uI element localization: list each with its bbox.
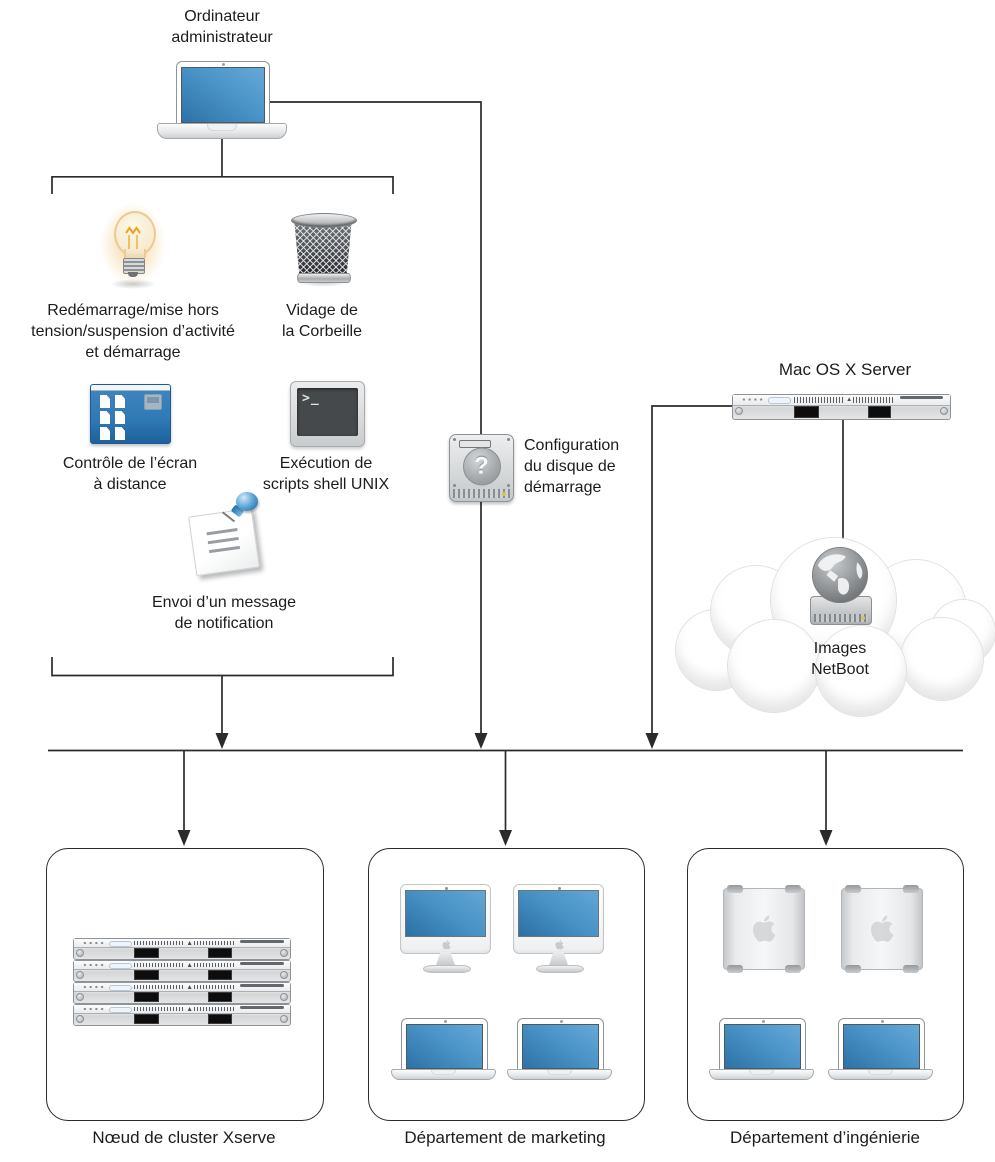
group-box-marketing	[368, 848, 645, 1121]
server-label: Mac OS X Server	[778, 360, 912, 379]
task-screen-control-label: Contrôle de l’écran à distance	[62, 455, 198, 494]
admin-computer-label: Ordinateur administrateur	[171, 8, 273, 47]
mini-computer-glyph	[144, 394, 162, 410]
powermac-icon	[841, 885, 923, 973]
pushpin-glyph	[221, 492, 260, 526]
task-restart-label: Redémarrage/mise hors tension/suspension…	[31, 302, 235, 362]
laptop-icon	[507, 1018, 612, 1080]
admin-laptop-icon	[157, 61, 287, 139]
group-box-xserve-cluster	[46, 848, 324, 1121]
note-pin-icon	[188, 492, 268, 586]
terminal-icon: >_	[290, 381, 365, 447]
powermac-icon	[723, 885, 805, 973]
imac-icon	[513, 884, 604, 973]
lightbulb-icon	[100, 203, 166, 295]
netboot-cloud: Images NetBoot	[676, 538, 995, 723]
imac-icon	[400, 884, 491, 973]
remote-screen-icon	[90, 384, 171, 444]
group-label-engineering: Département d’ingénierie	[730, 1128, 920, 1147]
task-empty-trash-label: Vidage de la Corbeille	[281, 302, 363, 341]
group-label-xserve-cluster: Nœud de cluster Xserve	[92, 1128, 276, 1147]
trash-icon	[291, 213, 357, 289]
laptop-icon	[391, 1018, 496, 1080]
laptop-icon	[709, 1018, 814, 1080]
question-mark-glyph: ?	[462, 447, 501, 486]
globe-disk-icon	[811, 546, 869, 604]
xserve-icon	[732, 394, 951, 420]
task-notification-label: Envoi d’un message de notification	[151, 594, 297, 633]
arrowheads	[177, 733, 833, 846]
hard-disk-question-icon: ?	[449, 434, 514, 502]
group-label-marketing: Département de marketing	[404, 1128, 606, 1147]
group-box-engineering	[687, 848, 964, 1121]
laptop-icon	[828, 1018, 933, 1080]
netboot-label: Images NetBoot	[811, 640, 869, 679]
terminal-prompt: >_	[297, 388, 358, 436]
startup-disk-label: Configuration du disque de démarrage	[524, 437, 620, 496]
task-shell-scripts-label: Exécution de scripts shell UNIX	[262, 455, 390, 494]
